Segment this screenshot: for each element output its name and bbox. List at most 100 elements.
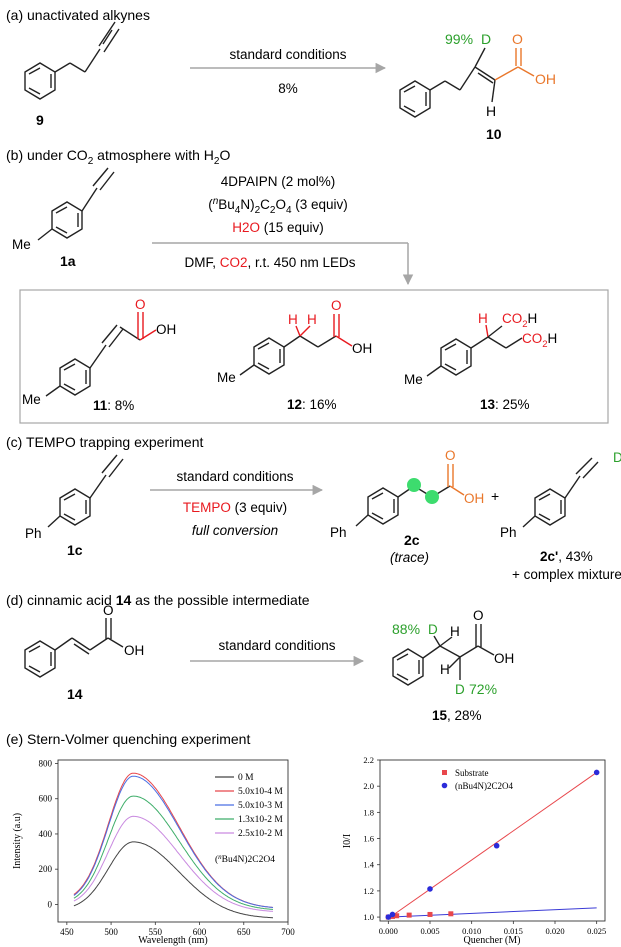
compound-2c-prime-d: D — [613, 450, 621, 465]
compound-11-me: Me — [22, 392, 41, 407]
compound-12 — [239, 314, 353, 376]
sv-legend-marker — [441, 782, 448, 789]
compound-15-d2: D — [455, 682, 465, 697]
sv-legend-entry: (nBu4N)2C2O4 — [455, 781, 513, 791]
reagent-line-2: (nBu4N)2C2O4 (3 equiv) — [208, 196, 348, 216]
reagent-line-1: 4DPAIPN (2 mol%) — [221, 174, 336, 189]
compound-15-h1: H — [450, 624, 460, 639]
sv-legend-entry: Substrate — [455, 768, 489, 778]
emission-frame — [57, 759, 289, 923]
sv-point-oxalate — [593, 769, 600, 776]
sv-fit-line — [388, 772, 597, 919]
compound-13-co2h-top: CO2H — [502, 311, 537, 330]
compound-11 — [45, 312, 157, 397]
compound-14-o: O — [103, 603, 114, 618]
compound-1a — [37, 167, 115, 241]
compound-12-o: O — [331, 298, 342, 313]
emission-xtick-label: 700 — [281, 927, 295, 937]
compound-15-result: 15, 28% — [432, 708, 482, 723]
emission-xtick-label: 500 — [104, 927, 118, 937]
compound-2c-prime — [522, 457, 599, 528]
emission-legend-entry: 0 M — [238, 773, 254, 783]
emission-series-line — [73, 841, 273, 919]
product-10-o: O — [512, 31, 523, 47]
products-box-b — [19, 289, 609, 424]
sv-xtick-label: 0.025 — [587, 926, 606, 936]
emission-xtick-label: 650 — [237, 927, 251, 937]
product-10-h: H — [486, 103, 496, 119]
emission-series-line — [73, 775, 274, 908]
compound-15-d1: D — [428, 622, 438, 637]
product-10-oh: OH — [535, 71, 556, 87]
arrow-a-top: standard conditions — [229, 47, 346, 62]
section-b-title: (b) under CO2 atmosphere with H2O — [6, 147, 230, 167]
sv-point-substrate — [406, 912, 412, 918]
arrow-c-top: standard conditions — [176, 469, 293, 484]
compound-9 — [24, 21, 120, 100]
reagent-line-4: DMF, CO2, r.t. 450 nm LEDs — [184, 255, 355, 270]
emission-legend-entry: 2.5x10-2 M — [238, 829, 283, 839]
sv-fit-line — [388, 907, 597, 918]
sv-ytick-label: 1.2 — [363, 886, 374, 896]
compound-2c-prime-result: 2c', 43% — [540, 549, 593, 564]
sv-legend: Substrate (nBu4N)2C2O4 — [441, 768, 513, 791]
arrow-d-top: standard conditions — [218, 638, 335, 653]
compound-14-label: 14 — [67, 686, 83, 702]
arrow-c-bottom: full conversion — [192, 523, 278, 538]
compound-1a-me: Me — [12, 237, 31, 252]
sv-ytick-label: 2.0 — [363, 781, 374, 791]
compound-12-h2: H — [307, 312, 317, 327]
compound-13-h: H — [478, 311, 488, 326]
compound-14 — [24, 618, 124, 678]
compound-15-h2: H — [440, 662, 450, 677]
emission-ytick-label: 200 — [39, 864, 53, 874]
compound-11-o: O — [135, 297, 146, 312]
sv-xtick-label: 0.005 — [420, 926, 439, 936]
sv-xtick-label: 0.010 — [462, 926, 481, 936]
compound-12-result: 12: 16% — [287, 397, 337, 412]
compound-15-pct1: 88% — [392, 621, 420, 637]
emission-legend-entry: 5.0x10-4 M — [238, 787, 283, 797]
emission-xlabel: Wavelength (nm) — [138, 935, 207, 946]
compound-14-oh: OH — [124, 643, 144, 658]
emission-ylabel: Intensity (a.u) — [12, 813, 23, 869]
radical-dot-1 — [407, 478, 421, 492]
complex-mixture-note: + complex mixture — [512, 567, 621, 582]
sv-point-substrate — [448, 911, 454, 917]
compound-12-oh: OH — [352, 341, 372, 356]
section-d-title: (d) cinnamic acid 14 as the possible int… — [6, 592, 310, 608]
compound-11-result: 11: 8% — [93, 398, 134, 413]
sv-xtick-label: 0.020 — [545, 926, 564, 936]
emission-series-line — [73, 795, 273, 910]
sv-ylabel: I0/I — [342, 834, 353, 848]
sv-ytick-label: 1.8 — [363, 807, 374, 817]
emission-legend-note: (nBu4N)2C2O4 — [215, 853, 275, 865]
compound-1c-label: 1c — [67, 542, 83, 558]
product-10-d: D — [481, 31, 491, 47]
compound-2c-prime-ph: Ph — [500, 525, 517, 540]
emission-legend-entry: 1.3x10-2 M — [238, 815, 283, 825]
emission-xtick-label: 600 — [193, 927, 207, 937]
sv-ytick-label: 1.6 — [363, 834, 374, 844]
compound-10-label: 10 — [486, 126, 502, 142]
compound-10 — [399, 47, 535, 118]
sv-legend-marker — [442, 770, 447, 775]
compound-13-me: Me — [404, 372, 423, 387]
emission-ytick-label: 400 — [39, 829, 53, 839]
section-e-title: (e) Stern-Volmer quenching experiment — [6, 731, 250, 747]
compound-13-co2h-side: CO2H — [522, 331, 557, 350]
sv-xtick-label: 0.015 — [504, 926, 523, 936]
compound-1c — [47, 454, 124, 528]
sv-ytick-label: 1.4 — [363, 860, 374, 870]
section-c-title: (c) TEMPO trapping experiment — [6, 434, 203, 450]
radical-dot-2 — [425, 490, 439, 504]
sv-point-oxalate — [389, 911, 396, 918]
compound-2c-note: (trace) — [390, 550, 429, 565]
compound-1c-ph: Ph — [25, 526, 42, 541]
compound-2c — [355, 464, 465, 527]
sv-frame — [379, 759, 606, 922]
